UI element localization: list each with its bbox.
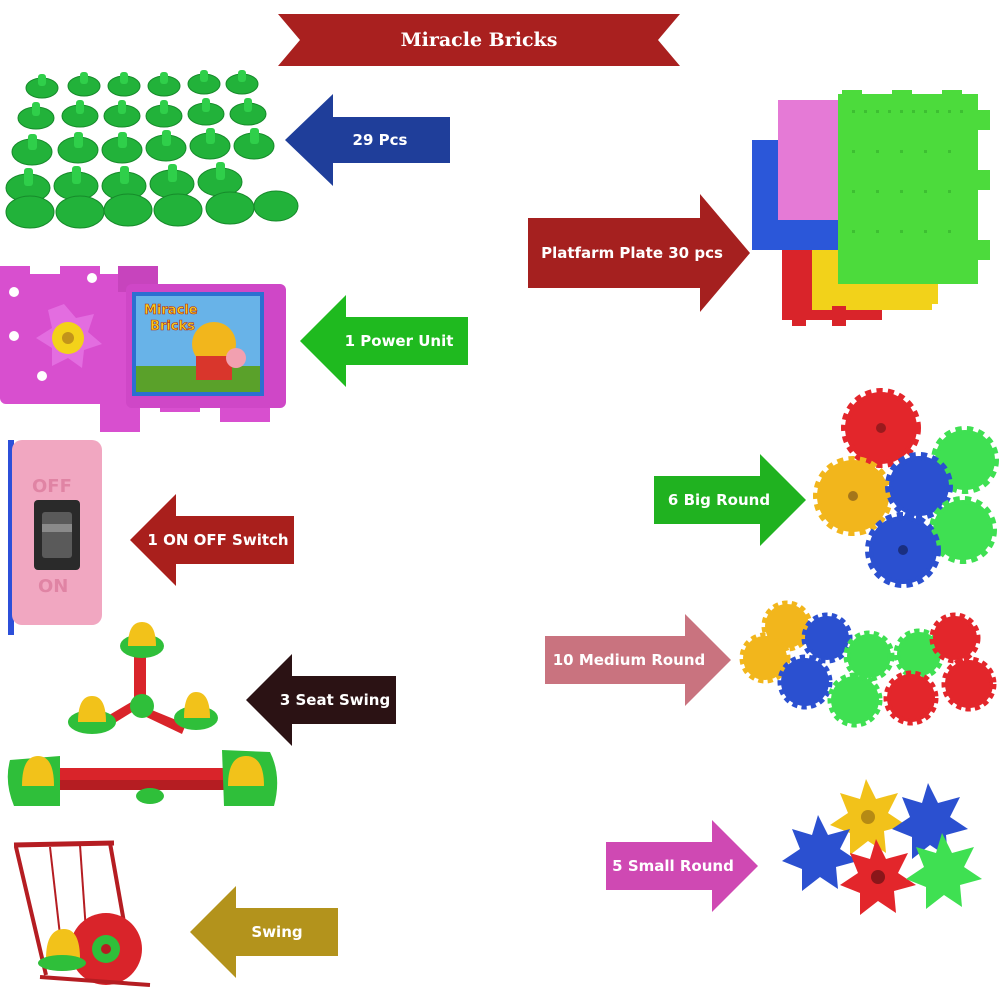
title-banner <box>278 14 680 66</box>
callout-arrow-biground <box>654 454 806 546</box>
callout-label-smallround: 5 Small Round <box>612 857 734 875</box>
callout-arrow-mediumround <box>545 614 731 706</box>
callout-label-mediumround: 10 Medium Round <box>552 651 706 669</box>
switch-on-text: ON <box>38 576 68 597</box>
callout-label-pcs: 29 Pcs <box>352 131 408 149</box>
switch-off-text: OFF <box>32 476 72 497</box>
power-unit-icon: Miracle Bricks <box>0 266 286 432</box>
callout-arrow-platform <box>528 194 750 312</box>
callout-label-power: 1 Power Unit <box>344 332 454 350</box>
callout-label-seatswing: 3 Seat Swing <box>279 691 391 709</box>
callout-arrow-switch <box>130 494 294 586</box>
switch-icon: OFF ON <box>8 440 102 635</box>
power-unit-box-line2: Bricks <box>150 319 195 334</box>
callout-arrow-smallround <box>606 820 758 912</box>
swing-icon <box>13 840 151 987</box>
callout-arrow-pcs <box>285 94 450 186</box>
big-gears-icon <box>813 388 999 588</box>
callout-label-switch: 1 ON OFF Switch <box>147 531 289 549</box>
callout-arrow-swing <box>190 886 338 978</box>
callout-arrow-seatswing <box>246 654 396 746</box>
callout-label-swing: Swing <box>251 923 303 941</box>
seat-swing-icon <box>7 622 278 806</box>
medium-gears-icon <box>739 600 997 728</box>
page-title: Miracle Bricks <box>400 29 558 51</box>
callout-arrow-power <box>300 295 468 387</box>
platform-plates-icon <box>752 90 990 326</box>
callout-label-platform: Platfarm Plate 30 pcs <box>541 244 723 262</box>
green-pegs-icon <box>5 70 299 229</box>
callout-label-biground: 6 Big Round <box>667 491 771 509</box>
power-unit-box-line1: Miracle <box>144 303 198 318</box>
small-gears-icon <box>782 779 982 915</box>
